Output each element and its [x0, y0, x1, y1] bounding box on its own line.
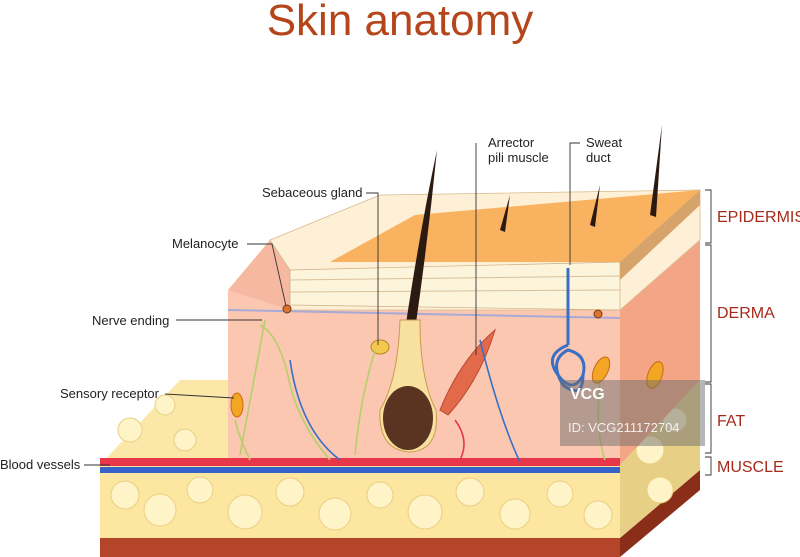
- layer-epidermis: EPIDERMIS: [717, 209, 800, 226]
- watermark-id: ID: VCG211172704: [568, 420, 680, 435]
- label-sensory-receptor: Sensory receptor: [60, 386, 160, 401]
- watermark: VCG ID: VCG211172704: [560, 380, 705, 446]
- diagram-title: Skin anatomy: [266, 0, 534, 45]
- hair: [405, 125, 662, 330]
- label-sweat-2: duct: [586, 150, 611, 165]
- layer-fat: FAT: [717, 413, 745, 430]
- muscle-layer: [100, 470, 700, 557]
- watermark-logo: VCG: [570, 386, 605, 403]
- label-blood-vessels: Blood vessels: [0, 457, 81, 472]
- nerves-and-vessels: [234, 319, 606, 463]
- label-sebaceous-gland: Sebaceous gland: [262, 185, 362, 200]
- label-arrector-1: Arrector: [488, 135, 535, 150]
- layer-muscle: MUSCLE: [717, 459, 784, 476]
- arrector-pili-muscle: [439, 328, 496, 416]
- label-sweat-1: Sweat: [586, 135, 623, 150]
- hair-follicle: [379, 319, 437, 453]
- epidermis-layer: [227, 189, 701, 319]
- label-melanocyte: Melanocyte: [172, 236, 238, 251]
- label-arrector-2: pili muscle: [488, 150, 549, 165]
- label-nerve-ending: Nerve ending: [92, 313, 169, 328]
- leader-lines: [84, 142, 712, 476]
- melanocytes: [282, 304, 603, 319]
- layer-derma: DERMA: [717, 305, 775, 322]
